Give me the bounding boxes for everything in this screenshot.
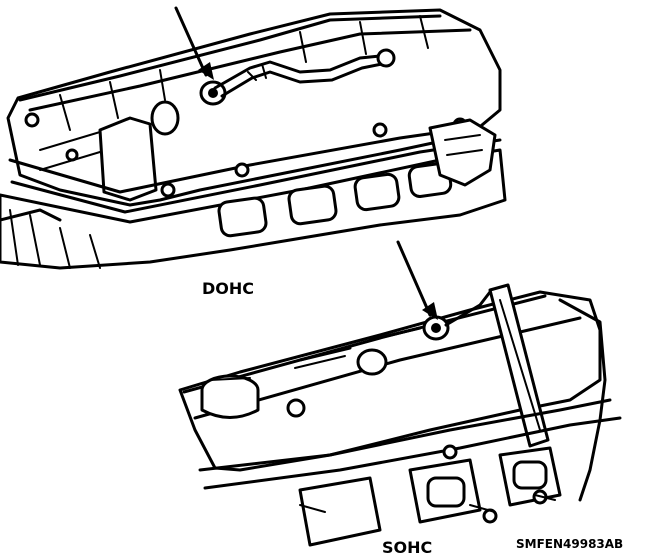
sohc-label: SOHC (382, 538, 432, 557)
sohc-engine-drawing (178, 240, 622, 547)
figure-code: SMFEN49983AB (516, 537, 623, 551)
dohc-engine-drawing (0, 6, 507, 270)
dohc-label: DOHC (202, 279, 254, 298)
